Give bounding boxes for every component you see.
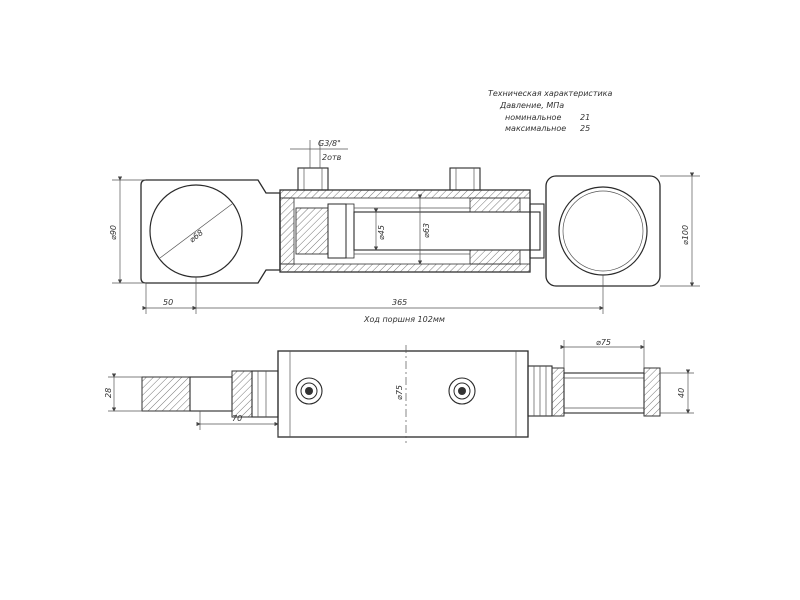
spec-title: Техническая характеристика	[488, 89, 613, 98]
right-eye-wall-right	[643, 367, 661, 417]
left-eye-diameter-line	[159, 203, 233, 259]
barrel-wall-top	[279, 189, 531, 199]
port-boss-right	[449, 167, 481, 191]
max-label: максимальное	[505, 124, 566, 133]
gland-top	[469, 197, 521, 213]
d75-top-label: ⌀75	[596, 338, 611, 347]
len70-label: 70	[232, 414, 242, 423]
barrel-wall-bottom	[279, 263, 531, 273]
bottom-side-view: ⌀75 ⌀75 28	[104, 338, 694, 443]
nominal-value: 21	[580, 113, 590, 122]
port-thread-label: G3/8"	[318, 139, 341, 148]
port-boss-left	[297, 167, 329, 191]
piston-head	[327, 203, 347, 259]
d45-label: ⌀45	[377, 225, 386, 240]
left-clevis-section	[141, 376, 191, 412]
port-fitting-left	[295, 377, 323, 405]
top-section-view: ⌀68 G3/8" 2отв ⌀45	[109, 139, 700, 324]
d100-label: ⌀100	[681, 225, 690, 245]
d90-label: ⌀90	[109, 225, 118, 240]
piston	[295, 207, 329, 255]
nominal-label: номинальное	[505, 113, 561, 122]
right-eye-hole	[558, 186, 648, 276]
end-cap	[279, 197, 295, 265]
right-eye-wall-left	[551, 367, 565, 417]
rod-collar	[529, 203, 545, 259]
left-clevis-shoulder	[231, 370, 253, 418]
port-fitting-right	[448, 377, 476, 405]
gland-bottom	[469, 249, 521, 265]
stroke-label: Ход поршня 102мм	[363, 315, 445, 324]
right-eye-bore	[562, 190, 644, 272]
spec-block: Техническая характеристика Давление, МПа…	[488, 89, 613, 133]
w40-label: 40	[677, 388, 686, 398]
port-count-label: 2отв	[322, 153, 342, 162]
len50-label: 50	[163, 298, 173, 307]
max-value: 25	[580, 124, 590, 133]
left-eye-plate	[140, 179, 281, 284]
d68-label: ⌀68	[188, 228, 205, 244]
w28-label: 28	[104, 388, 113, 398]
pressure-label: Давление, МПа	[499, 101, 564, 110]
d75-body-label: ⌀75	[395, 385, 404, 400]
len365-label: 365	[392, 298, 407, 307]
right-eye-bore-side	[563, 372, 645, 414]
piston-rod	[353, 211, 541, 251]
piston-seal	[345, 203, 355, 259]
d63-label: ⌀63	[422, 223, 431, 238]
left-clevis-body	[189, 376, 233, 412]
left-clevis-neck	[251, 370, 279, 418]
